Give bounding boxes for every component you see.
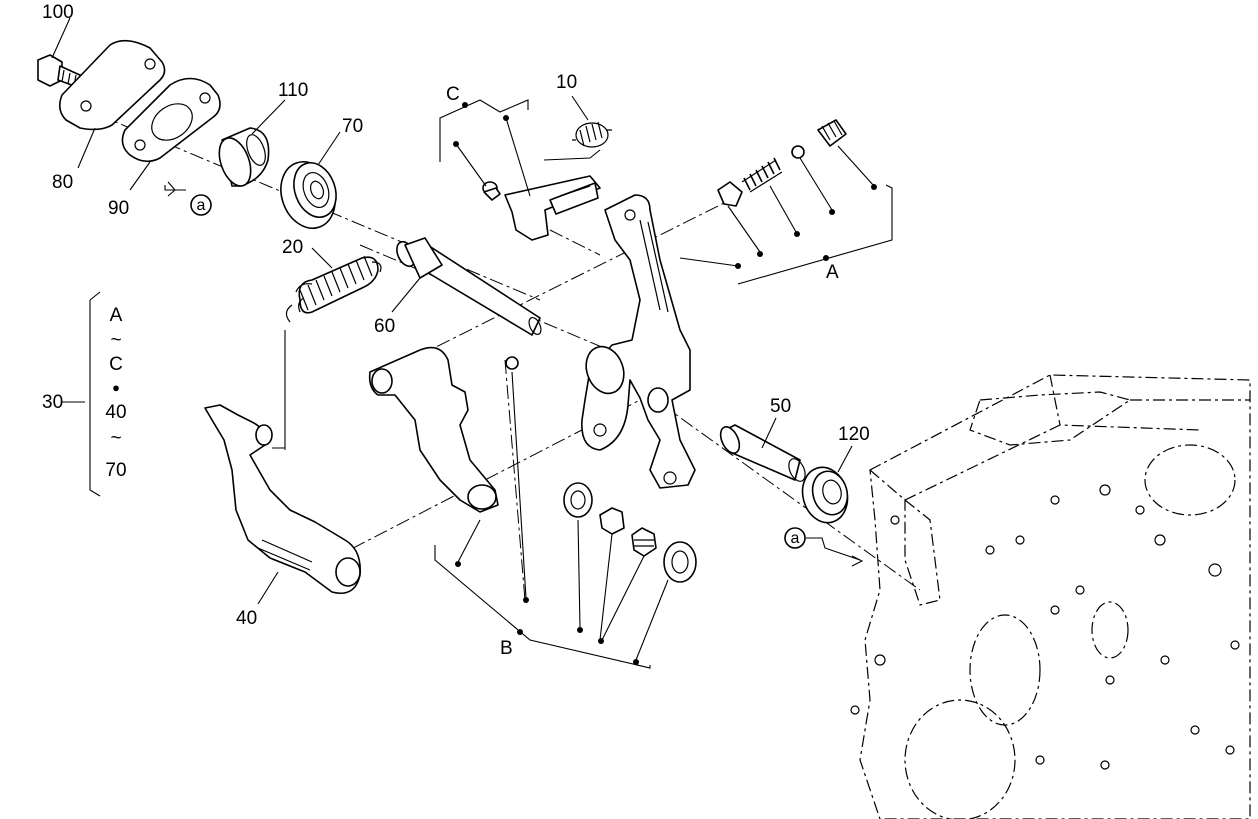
gasket-part-90 (121, 77, 221, 163)
group-dots (453, 102, 877, 665)
label-120: 120 (838, 424, 870, 445)
group30-line3: 40 (105, 402, 126, 423)
group30-bullet: ● (112, 380, 120, 395)
group30-tilde1: ~ (110, 330, 121, 351)
group30-line1: A (110, 305, 123, 326)
label-40: 40 (236, 608, 257, 629)
part-labels: 100 80 90 110 70 20 60 10 40 50 120 30 A… (42, 2, 870, 659)
label-90: 90 (108, 198, 129, 219)
group-b-parts (563, 482, 697, 583)
lever-part-40 (204, 404, 362, 594)
label-80: 80 (52, 172, 73, 193)
bearing-part-120 (801, 466, 849, 524)
label-group-c: C (446, 84, 460, 105)
middle-lever (368, 346, 519, 513)
label-60: 60 (374, 316, 395, 337)
label-70: 70 (342, 116, 363, 137)
label-50: 50 (770, 396, 791, 417)
group30-tilde2: ~ (110, 428, 121, 449)
callout-a-upper: a (190, 194, 212, 216)
leader-lines (51, 17, 875, 661)
shaft-part-60 (396, 237, 542, 336)
bushing-part-110 (218, 127, 270, 187)
label-110: 110 (278, 80, 308, 101)
main-lever (581, 194, 696, 489)
group-c-bracket (482, 175, 601, 241)
cover-plate-part-80 (58, 39, 166, 131)
group30-line4: 70 (105, 460, 126, 481)
callout-a-upper-text: a (197, 197, 206, 214)
label-group-a: A (826, 262, 839, 283)
center-lines (74, 104, 921, 601)
callout-a-lower-text: a (791, 530, 800, 547)
group30-line2: C (109, 354, 123, 375)
bearing-part-70 (280, 161, 337, 229)
group-brackets (62, 99, 893, 669)
spring-part-20 (285, 255, 382, 323)
engine-block-outline (850, 374, 1251, 819)
label-100: 100 (42, 2, 74, 23)
label-10: 10 (556, 72, 577, 93)
group-a-parts (717, 119, 847, 207)
pin-part-50 (719, 424, 806, 482)
label-group-b: B (500, 638, 513, 659)
group-30-list: A ~ C ● 40 ~ 70 (105, 305, 126, 481)
small-spring-part-10 (572, 121, 612, 148)
label-20: 20 (282, 237, 303, 258)
label-30: 30 (42, 392, 63, 413)
callout-a-lower: a (784, 527, 806, 549)
